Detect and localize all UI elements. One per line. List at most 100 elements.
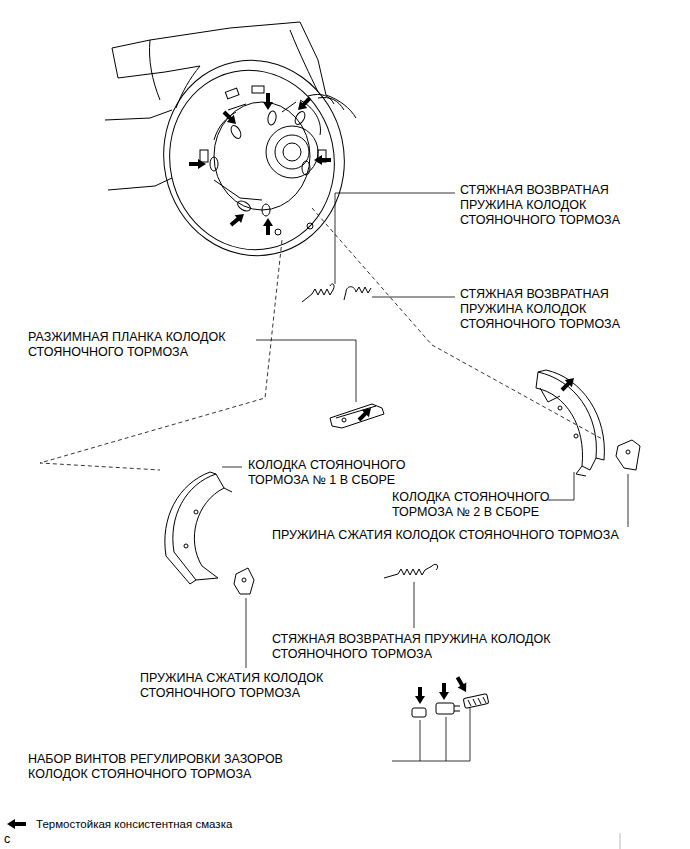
suspension-outline: [308, 94, 334, 104]
grease-arrow: [263, 93, 273, 110]
leader-line: [628, 474, 629, 527]
compression-spring: [242, 578, 246, 582]
leader-line: [246, 598, 247, 668]
brake-shoe: [224, 488, 232, 492]
adjuster-screw-set: [468, 697, 486, 706]
part-label: РАЗЖИМНАЯ ПЛАНКА КОЛОДОК СТОЯНОЧНОГО ТОР…: [28, 330, 256, 360]
shoe-strut: [342, 418, 346, 422]
grease-arrow: [355, 404, 374, 423]
brake-shoe: [540, 388, 560, 402]
grease-arrow: [294, 94, 313, 113]
brake-backing-plate: [210, 157, 218, 171]
brake-shoe: [574, 434, 578, 438]
grease-arrow: [189, 159, 206, 169]
grease-arrow: [189, 159, 206, 169]
brake-backing-plate: [229, 124, 243, 140]
leader-line: [335, 193, 455, 284]
brake-shoe: [165, 472, 210, 584]
grease-arrow: [558, 374, 577, 393]
suspension-outline: [149, 40, 160, 100]
return-spring: [384, 564, 438, 578]
grease-arrow: [415, 687, 425, 704]
grease-arrow: [228, 210, 247, 229]
suspension-outline: [105, 110, 172, 120]
adjuster-screw-set: [454, 706, 460, 711]
suspension-outline: [105, 22, 356, 190]
brake-shoe: [210, 472, 216, 474]
grease-arrow: [314, 155, 331, 165]
part-label: СТЯЖНАЯ ВОЗВРАТНАЯ ПРУЖИНА КОЛОДОК СТОЯН…: [460, 287, 655, 332]
compression-spring: [616, 440, 640, 470]
legend-arrow: [6, 818, 28, 830]
leader-line: [372, 297, 455, 298]
brake-shoe: [184, 544, 188, 548]
grease-arrow: [415, 687, 425, 704]
compression-spring: [234, 568, 254, 594]
brake-backing-plate: [214, 180, 262, 200]
brake-backing-plate: [293, 110, 307, 126]
brake-shoe: [194, 510, 198, 514]
return-spring: [344, 287, 371, 300]
brake-backing-plate: [146, 43, 363, 272]
grease-arrow: [355, 404, 374, 423]
brake-backing-plate: [307, 223, 313, 229]
brake-backing-plate: [214, 102, 310, 210]
return-spring: [302, 289, 333, 302]
suspension-outline: [108, 178, 172, 190]
adjuster-screw-set: [463, 694, 489, 709]
part-label: КОЛОДКА СТОЯНОЧНОГО ТОРМОЗА № 2 В СБОРЕ: [392, 490, 582, 520]
brake-backing-plate: [282, 102, 296, 112]
grease-arrow: [439, 683, 449, 700]
brake-backing-plate: [275, 135, 309, 169]
brake-shoe: [546, 370, 604, 460]
leader-line: [222, 467, 242, 468]
compression-spring: [234, 568, 254, 594]
brake-backing-plate: [228, 104, 246, 110]
suspension-outline: [290, 30, 318, 92]
brake-backing-plate: [267, 110, 277, 125]
part-label: НАБОР ВИНТОВ РЕГУЛИРОВКИ ЗАЗОРОВ КОЛОДОК…: [28, 752, 333, 782]
suspension-outline: [112, 22, 300, 48]
grease-arrow: [263, 218, 273, 235]
brake-backing-plate: [275, 229, 281, 235]
frame-tick: [620, 833, 621, 849]
brake-backing-plate: [153, 55, 351, 265]
adjuster-screw-set: [412, 708, 426, 717]
compression-spring: [616, 440, 640, 470]
brake-shoe: [536, 370, 604, 476]
grease-arrow: [228, 210, 247, 229]
grease-arrow: [263, 218, 273, 235]
brake-backing-plate: [252, 86, 264, 93]
brake-backing-plate: [262, 204, 270, 216]
brake-backing-plate: [200, 150, 208, 162]
suspension-outline: [300, 22, 326, 95]
grease-arrow: [314, 155, 331, 165]
leader-line: [548, 472, 574, 500]
leader-line: [392, 708, 470, 761]
figure-code: c: [4, 832, 10, 847]
grease-arrow: [220, 108, 239, 127]
return-spring: [384, 564, 438, 578]
brake-backing-plate: [302, 161, 310, 175]
grease-arrow: [453, 675, 470, 695]
shoe-strut: [330, 404, 384, 428]
brake-backing-plate: [236, 199, 252, 213]
grease-arrow: [294, 94, 313, 113]
suspension-outline: [118, 66, 200, 78]
part-label: СТЯЖНАЯ ВОЗВРАТНАЯ ПРУЖИНА КОЛОДОК СТОЯН…: [272, 632, 592, 662]
brake-backing-plate: [318, 98, 344, 111]
legend-row: Термостойкая консистентная смазка: [6, 817, 232, 831]
brake-backing-plate: [283, 143, 301, 161]
grease-arrow: [220, 108, 239, 127]
part-label: СТЯЖНАЯ ВОЗВРАТНАЯ ПРУЖИНА КОЛОДОК СТОЯН…: [460, 183, 655, 228]
grease-arrow: [263, 93, 273, 110]
brake-backing-plate: [266, 126, 318, 178]
part-label: ПРУЖИНА СЖАТИЯ КОЛОДОК СТОЯНОЧНОГО ТОРМО…: [272, 528, 619, 543]
part-label: ПРУЖИНА СЖАТИЯ КОЛОДОК СТОЯНОЧНОГО ТОРМО…: [140, 671, 365, 701]
compression-spring: [626, 450, 630, 454]
return-spring: [330, 284, 334, 290]
shoe-strut: [330, 404, 384, 428]
legend-arrow: [7, 819, 26, 829]
grease-arrow: [558, 374, 577, 393]
